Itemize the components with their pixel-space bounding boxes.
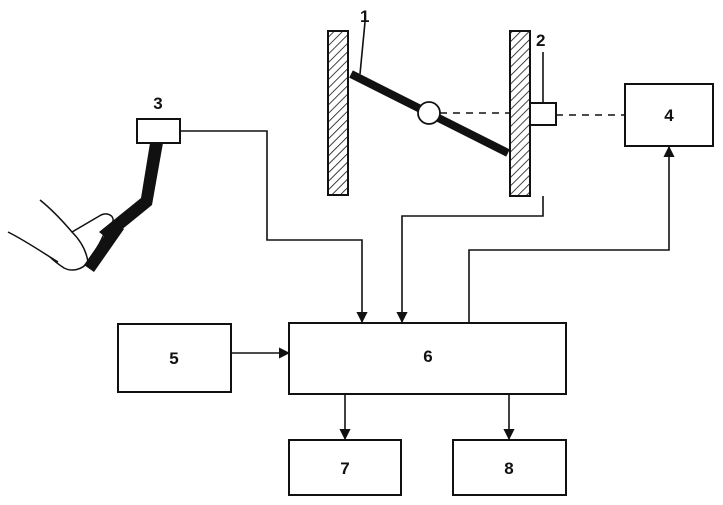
callout-3-label: 3 (153, 94, 162, 113)
throttle-position-sensor (529, 102, 557, 126)
throttle-body-left-wall (327, 30, 349, 196)
block-6-label: 6 (423, 347, 432, 366)
control-output-wire (468, 145, 675, 323)
callout-1-label: 1 (360, 7, 369, 26)
block-7 (288, 439, 402, 496)
pedal-position-sensor (136, 118, 181, 144)
pedal-signal-wire (180, 130, 368, 324)
block-7-label: 7 (340, 459, 349, 478)
block-4-label: 4 (664, 106, 674, 125)
block-4 (624, 83, 714, 147)
throttle-signal-wire (396, 196, 544, 324)
callout-2-label: 2 (536, 31, 545, 50)
throttle-shaft (417, 101, 441, 125)
block-5 (117, 323, 232, 393)
block-6 (288, 322, 567, 395)
callout-1-leader (359, 21, 366, 75)
block-5-label: 5 (169, 349, 178, 368)
block-8 (452, 439, 567, 496)
throttle-body-right-wall (509, 30, 531, 197)
foot-icon (7, 199, 114, 271)
accelerator-pedal-arm (99, 143, 163, 240)
block-8-label: 8 (504, 459, 513, 478)
accelerator-pedal-pad (84, 222, 124, 272)
